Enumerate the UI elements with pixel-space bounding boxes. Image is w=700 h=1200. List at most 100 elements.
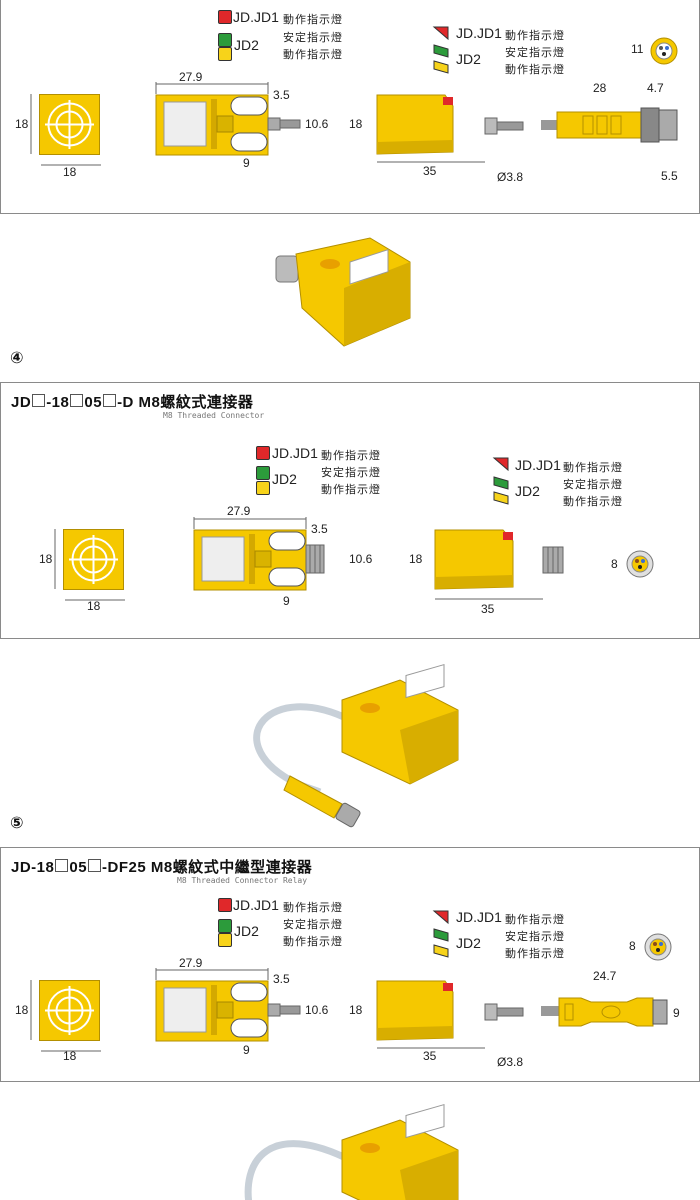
led-jd1-desc-side: 動作指示燈 [505, 914, 565, 926]
title-part-2: -18 [46, 394, 70, 411]
led-jd2-label-side: JD2 [456, 51, 481, 67]
led-jd1-label: JD.JD1 [233, 9, 279, 25]
product-photo-relay-sensor [244, 1103, 459, 1200]
led-red-icon [218, 898, 232, 912]
dim-side-height: 18 [349, 1003, 363, 1017]
sensor-front-face [39, 94, 100, 155]
dim-length: 35 [423, 164, 437, 178]
led-green-tri-icon [493, 476, 509, 490]
pin-face-icon [626, 550, 654, 578]
dim-face-width: 18 [63, 165, 77, 179]
product-photo-cable-sensor [253, 663, 459, 828]
led-jd2-desc-side-2: 動作指示燈 [563, 496, 623, 508]
dim-connector-diameter: 5.5 [661, 169, 678, 183]
led-jd1-desc-side: 動作指示燈 [563, 462, 623, 474]
sensor-side-view [376, 94, 524, 163]
led-yellow-icon [256, 481, 270, 495]
panel-title: JD-18 05 -DF25 M8螺紋式中繼型連接器 [11, 856, 312, 877]
panel-subtitle: M8 Threaded Connector Relay [177, 876, 308, 885]
dim-gap: 3.5 [273, 88, 290, 102]
led-jd1-label: JD.JD1 [272, 445, 318, 461]
led-red-tri-icon [432, 26, 449, 41]
dim-body-width: 27.9 [179, 956, 203, 970]
led-jd2-label: JD2 [234, 37, 259, 53]
dim-thread: 10.6 [305, 1003, 329, 1017]
dim-gap: 3.5 [311, 522, 328, 536]
dim-face-height: 18 [15, 117, 29, 131]
title-box-icon [70, 394, 84, 407]
panel-subtitle: M8 Threaded Connector [163, 411, 265, 420]
title-part-3: 05 [84, 394, 103, 411]
dim-connector-ring: 4.7 [647, 81, 664, 95]
title-part-3: -DF25 M8螺紋式中繼型連接器 [102, 859, 313, 876]
title-part-1: JD-18 [11, 859, 55, 876]
led-green-icon [218, 919, 232, 933]
dim-length: 35 [481, 602, 495, 616]
dim-face-height: 18 [39, 552, 53, 566]
dim-side-height: 18 [409, 552, 423, 566]
led-jd2-desc-side-1: 安定指示燈 [505, 47, 565, 59]
led-red-icon [256, 446, 270, 460]
led-yellow-tri-icon [433, 944, 449, 958]
dim-pin-diameter: 8 [611, 557, 618, 571]
led-jd2-desc-side-1: 安定指示燈 [563, 479, 623, 491]
title-part-2: 05 [69, 859, 88, 876]
led-jd2-desc-2: 動作指示燈 [283, 936, 343, 948]
dim-slot: 9 [243, 1043, 250, 1057]
led-jd2-desc-2: 動作指示燈 [321, 484, 381, 496]
dim-connector-length: 24.7 [593, 969, 617, 983]
product-photo-connector-sensor [275, 237, 411, 347]
led-jd2-desc-1: 安定指示燈 [283, 919, 343, 931]
dim-slot: 9 [243, 156, 250, 170]
title-box-icon [103, 394, 117, 407]
sensor-side-view [376, 980, 524, 1049]
sensor-front-face [63, 529, 124, 590]
dim-gap: 3.5 [273, 972, 290, 986]
dim-cable-diameter: Ø3.8 [497, 1055, 524, 1069]
sensor-front-face [39, 980, 100, 1041]
led-jd2-desc-side-2: 動作指示燈 [505, 948, 565, 960]
led-jd2-label: JD2 [272, 471, 297, 487]
dim-connector-length: 28 [593, 81, 607, 95]
led-red-icon [218, 10, 232, 24]
title-box-icon [88, 859, 102, 872]
led-jd2-label-side: JD2 [456, 935, 481, 951]
dim-face-height: 18 [15, 1003, 29, 1017]
pin-face-icon [650, 37, 678, 65]
spec-panel-m8-relay-connector: JD-18 05 -DF25 M8螺紋式中繼型連接器 M8 Threaded Con… [0, 847, 700, 1082]
relay-connector-view [541, 997, 668, 1027]
dim-pin-diameter: 11 [631, 42, 644, 56]
led-yellow-icon [218, 933, 232, 947]
led-red-tri-icon [492, 457, 509, 472]
led-green-tri-icon [433, 44, 449, 58]
dim-body-width: 27.9 [227, 504, 251, 518]
led-jd1-desc: 動作指示燈 [283, 14, 343, 26]
led-yellow-icon [218, 47, 232, 61]
dim-pin-diameter: 8 [629, 939, 636, 953]
sensor-top-view [155, 82, 301, 156]
led-jd2-label-side: JD2 [515, 483, 540, 499]
dim-thread: 10.6 [349, 552, 373, 566]
led-jd1-label-side: JD.JD1 [456, 909, 502, 925]
title-part-1: JD [11, 394, 32, 411]
led-jd2-desc-side-2: 動作指示燈 [505, 64, 565, 76]
led-jd2-label: JD2 [234, 923, 259, 939]
dim-thread: 10.6 [305, 117, 329, 131]
title-box-icon [55, 859, 69, 872]
section-number-4: ④ [10, 348, 24, 367]
led-jd1-label-side: JD.JD1 [456, 25, 502, 41]
dim-connector-diameter: 9 [673, 1006, 680, 1020]
led-jd2-desc-side-1: 安定指示燈 [505, 931, 565, 943]
spec-panel-cable-connector: JD.JD1 動作指示燈 JD2 安定指示燈 動作指示燈 JD.JD1 動作指示… [0, 0, 700, 214]
sensor-top-view [193, 517, 325, 591]
led-jd1-desc: 動作指示燈 [283, 902, 343, 914]
dim-slot: 9 [283, 594, 290, 608]
led-jd2-desc-1: 安定指示燈 [283, 32, 343, 44]
dim-face-width: 18 [87, 599, 101, 613]
dim-body-width: 27.9 [179, 70, 203, 84]
dim-side-height: 18 [349, 117, 363, 131]
led-jd2-desc-1: 安定指示燈 [321, 467, 381, 479]
cable-connector-view [541, 107, 678, 143]
